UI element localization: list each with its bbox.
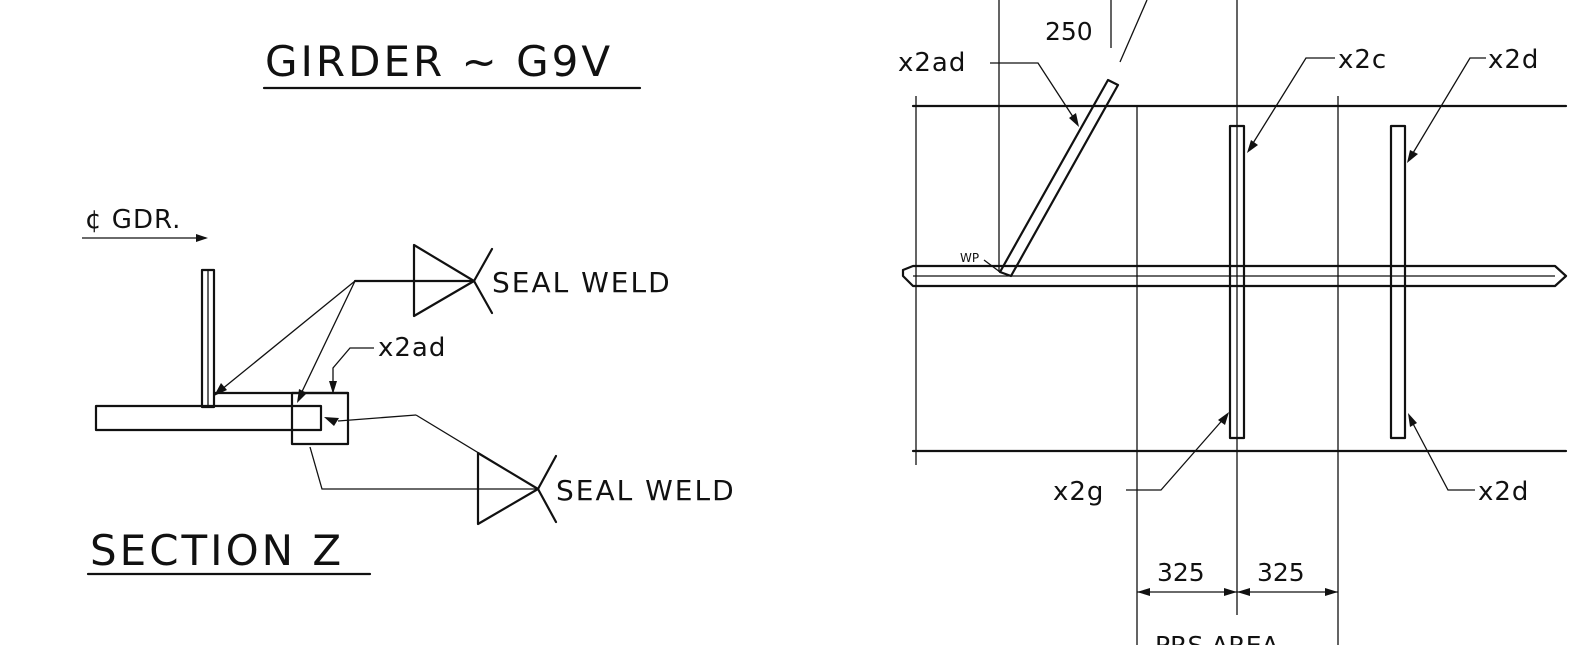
centerline-label: ¢ GDR. (85, 205, 181, 235)
x2ad-arrow-icon (329, 381, 337, 394)
wp-leader (983, 259, 1001, 273)
seal-weld-label-1: SEAL WELD (492, 266, 672, 299)
fillet-weld-symbol-2-icon (476, 451, 540, 526)
weld-tail-1b (472, 279, 494, 315)
weld-leader-1b (297, 280, 356, 401)
prs-area-label: PRS AREA (1155, 631, 1279, 645)
central-web (901, 264, 1568, 288)
weld-arrow-2a-icon (324, 417, 339, 426)
weld-arrow-1b-icon (297, 389, 307, 403)
x2ad-label: x2ad (378, 333, 446, 363)
dim-arrow-mid-right-icon (1237, 588, 1250, 596)
weld-leader-2b (309, 446, 538, 490)
weld-leader-2a (337, 414, 417, 422)
x2c-arrow-icon (1247, 140, 1258, 153)
girder-title: GIRDER ~ G9V (265, 37, 613, 86)
centerline-arrow-icon (196, 234, 208, 242)
x2g-arrow-icon (1218, 412, 1229, 425)
dim-arrow-right-icon (1325, 588, 1338, 596)
dim-250-label: 250 (1045, 17, 1093, 46)
x2d-top-arrow-icon (1407, 150, 1418, 163)
weld-tail-1a (472, 247, 494, 283)
flange-plate (94, 404, 323, 432)
x2c-label: x2c (1338, 45, 1387, 75)
weld-tail-2b (536, 487, 558, 524)
x2d-bottom-label: x2d (1478, 477, 1529, 507)
dim-325-left-label: 325 (1157, 558, 1205, 587)
x2g-label: x2g (1053, 477, 1104, 507)
x2d-top-leader (1409, 57, 1486, 159)
seal-weld-label-2: SEAL WELD (556, 474, 736, 507)
stiffener-x2d (1389, 124, 1407, 440)
x2g-leader (1126, 415, 1227, 491)
dim-325-right-label: 325 (1257, 558, 1305, 587)
x2ad-plan-leader (990, 62, 1078, 124)
plan-view: 250 x2ad WP x2c x2g x2d x2d 325 325 (898, 0, 1568, 645)
inclined-stiffener-x2ad (998, 78, 1120, 278)
weld-arrow-1a-icon (214, 383, 227, 396)
dim-arrow-left-icon (1137, 588, 1150, 596)
x2d-bottom-arrow-icon (1408, 413, 1417, 427)
x2ad-leader (332, 347, 374, 392)
stiffener-x2c (1228, 124, 1246, 440)
dim-250-leader (1119, 0, 1148, 63)
x2ad-plan-label: x2ad (898, 48, 966, 78)
section-title: SECTION Z (90, 526, 344, 575)
weld-tail-2a (536, 454, 558, 491)
x2d-bottom-leader (1409, 417, 1475, 491)
x2d-top-label: x2d (1488, 45, 1539, 75)
fillet-weld-symbol-1-icon (412, 243, 476, 318)
x2c-leader (1249, 57, 1335, 149)
section-z-view: GIRDER ~ G9V ¢ GDR. x2ad SEAL WELD (82, 37, 736, 576)
x2ad-plan-arrow-icon (1069, 113, 1079, 127)
weld-leader-1a (215, 280, 356, 395)
wp-label: WP (960, 251, 979, 265)
dim-arrow-mid-left-icon (1224, 588, 1237, 596)
